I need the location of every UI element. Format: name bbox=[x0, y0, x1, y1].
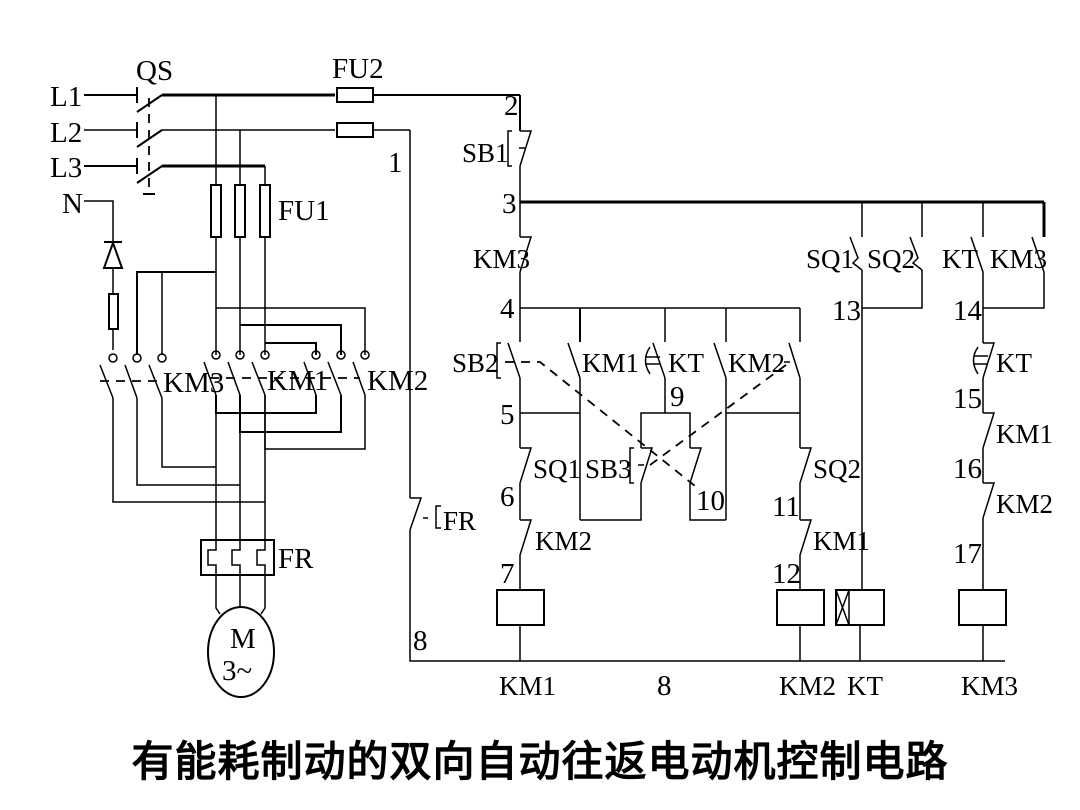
sb3-reverse-button[interactable] bbox=[629, 447, 654, 484]
sb2-forward-button[interactable] bbox=[496, 342, 521, 379]
sq2-no-label: SQ2 bbox=[867, 244, 915, 274]
sb1-label: SB1 bbox=[462, 138, 509, 168]
node-13: 13 bbox=[832, 295, 861, 327]
fr-contact[interactable] bbox=[409, 497, 441, 531]
kt-delay-contact bbox=[644, 342, 666, 379]
km2-nc-contact bbox=[519, 519, 533, 556]
km1-no-contact bbox=[567, 342, 581, 379]
coil-label-km3: KM3 bbox=[961, 671, 1018, 701]
diode-icon bbox=[102, 240, 124, 269]
node-7: 7 bbox=[500, 558, 515, 590]
sq1-no-contact bbox=[849, 236, 863, 271]
sq1-nc-contact bbox=[519, 447, 533, 484]
km2-no-label: KM2 bbox=[728, 348, 785, 378]
fu1-label: FU1 bbox=[278, 195, 330, 227]
km3-power-label: KM3 bbox=[163, 367, 224, 399]
node-3: 3 bbox=[502, 188, 517, 220]
resistor-icon bbox=[108, 293, 119, 330]
node-15: 15 bbox=[953, 383, 982, 415]
sb2-mechanical-link bbox=[505, 361, 701, 491]
kt-no-contact bbox=[970, 236, 984, 273]
kt-nc-label: KT bbox=[996, 348, 1032, 378]
km2-nc-contact-2 bbox=[982, 482, 996, 519]
sb2-nc-contact[interactable] bbox=[689, 447, 703, 484]
coil-kt bbox=[835, 589, 885, 626]
node-14: 14 bbox=[953, 295, 983, 327]
sb3-upper-contact[interactable] bbox=[784, 342, 801, 379]
kt-delay-label: KT bbox=[668, 348, 704, 378]
node-8-left: 8 bbox=[413, 625, 428, 657]
fu2-label: FU2 bbox=[332, 53, 384, 85]
km3-no-label: KM3 bbox=[990, 244, 1047, 274]
motor-phase: 3~ bbox=[222, 655, 252, 687]
power-circuit: L1 L2 L3 N QS FU2 bbox=[50, 53, 520, 698]
sb3-label: SB3 bbox=[585, 454, 632, 484]
km1-no-label: KM1 bbox=[582, 348, 639, 378]
node-10: 10 bbox=[696, 485, 725, 517]
kt-delay-nc-contact bbox=[972, 342, 996, 379]
coil-km1 bbox=[496, 589, 545, 626]
km3-nc-contact bbox=[519, 236, 533, 273]
km2-power-label: KM2 bbox=[367, 365, 428, 397]
line-label-n: N bbox=[62, 188, 83, 220]
qs-switch[interactable] bbox=[136, 87, 163, 195]
km2-nc-label: KM2 bbox=[535, 526, 592, 556]
sq1-nc-label: SQ1 bbox=[533, 454, 581, 484]
km1-nc-label-2: KM1 bbox=[996, 419, 1053, 449]
wire-n bbox=[84, 200, 114, 241]
sq2-nc-contact bbox=[799, 447, 813, 484]
node-12: 12 bbox=[772, 558, 801, 590]
line-label-l2: L2 bbox=[50, 117, 82, 149]
qs-label: QS bbox=[136, 55, 173, 87]
km1-power-label: KM1 bbox=[267, 365, 328, 397]
coil-label-km2: KM2 bbox=[779, 671, 836, 701]
node-4: 4 bbox=[500, 293, 515, 325]
node-17: 17 bbox=[953, 538, 982, 570]
motor-icon bbox=[207, 606, 275, 698]
fr-contact-label: FR bbox=[443, 506, 476, 536]
km2-nc-label-2: KM2 bbox=[996, 489, 1053, 519]
node-9: 9 bbox=[670, 381, 685, 413]
node-5: 5 bbox=[500, 399, 515, 431]
sb1-stop-button[interactable] bbox=[507, 130, 533, 167]
fu1-fuses bbox=[210, 184, 271, 238]
coil-km3 bbox=[958, 589, 1007, 626]
sb3-mechanical-link bbox=[649, 361, 791, 466]
node-6: 6 bbox=[500, 481, 515, 513]
km-power-contacts bbox=[99, 350, 370, 399]
km1-nc-contact-2 bbox=[982, 412, 996, 449]
fu2-fuse-1 bbox=[336, 87, 374, 103]
diagram-title: 有能耗制动的双向自动往返电动机控制电路 bbox=[131, 737, 949, 786]
motor-label: M bbox=[230, 623, 256, 655]
node-2: 2 bbox=[504, 90, 519, 122]
line-label-l1: L1 bbox=[50, 81, 82, 113]
sb2-label: SB2 bbox=[452, 348, 499, 378]
sq1-no-label: SQ1 bbox=[806, 244, 854, 274]
fr-thermal-relay bbox=[200, 539, 275, 576]
fr-power-label: FR bbox=[278, 543, 314, 575]
km1-nc-label: KM1 bbox=[813, 526, 870, 556]
sq2-no-contact bbox=[909, 236, 923, 271]
coil-label-kt: KT bbox=[847, 671, 883, 701]
km2-no-contact bbox=[713, 342, 727, 379]
node-11: 11 bbox=[772, 491, 800, 523]
control-circuit: 1 FR 8 2 SB1 3 KM3 4 bbox=[388, 90, 1053, 702]
wire-node-8 bbox=[409, 530, 1005, 662]
line-label-l3: L3 bbox=[50, 152, 82, 184]
km3-no-contact bbox=[1031, 236, 1045, 273]
node-1: 1 bbox=[388, 147, 403, 179]
km3-nc-label: KM3 bbox=[473, 244, 530, 274]
coil-km2 bbox=[776, 589, 825, 626]
kt-no-label: KT bbox=[942, 244, 978, 274]
fu2-fuse-2 bbox=[336, 122, 374, 138]
coil-label-km1: KM1 bbox=[499, 671, 556, 701]
sq2-nc-label: SQ2 bbox=[813, 454, 861, 484]
node-16: 16 bbox=[953, 453, 982, 485]
km1-nc-contact bbox=[799, 519, 813, 556]
node-8-bottom: 8 bbox=[657, 670, 672, 702]
